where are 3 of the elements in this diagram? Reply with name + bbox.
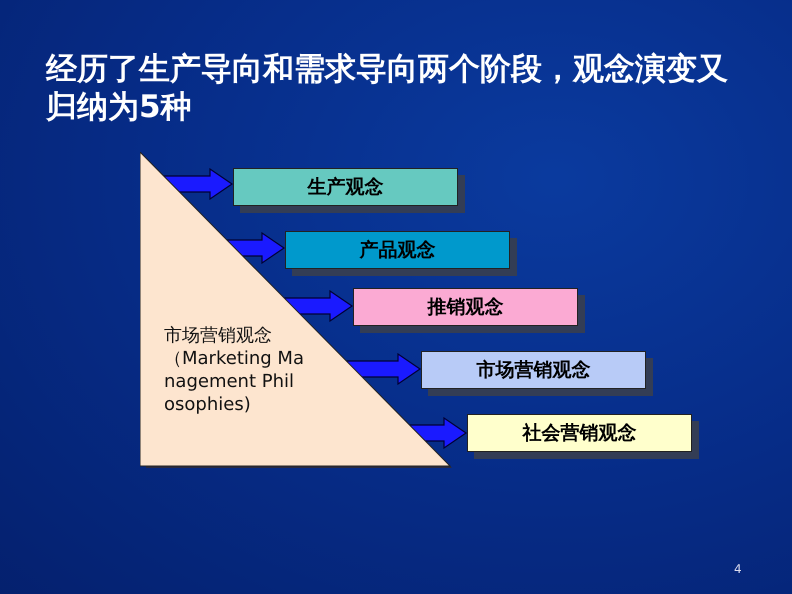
page-number: 4	[734, 562, 742, 576]
slide-title: 经历了生产导向和需求导向两个阶段，观念演变又归纳为5种	[46, 50, 729, 126]
triangle-label: 市场营销观念（Marketing Management Philosophies)	[164, 324, 304, 416]
